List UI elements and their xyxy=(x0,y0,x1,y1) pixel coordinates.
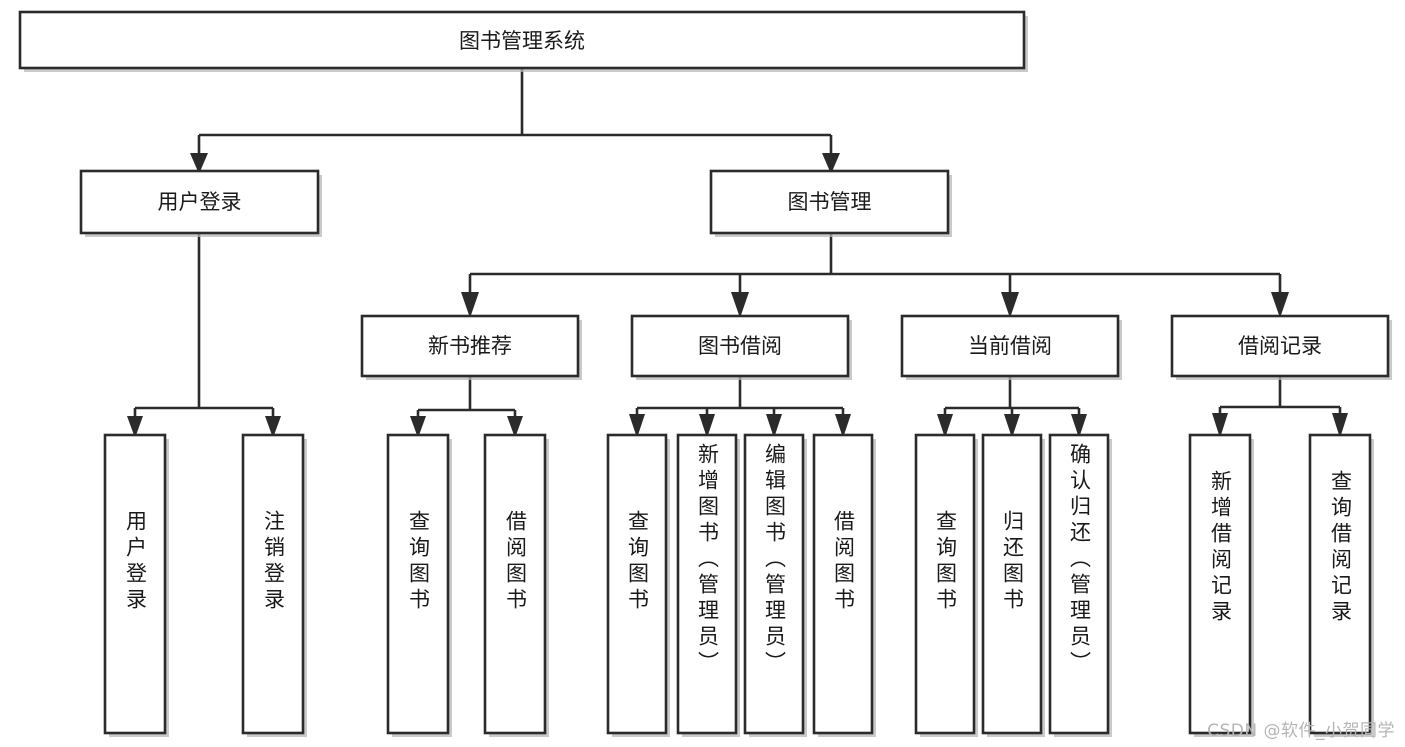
arrowhead-book-borrow xyxy=(731,292,749,318)
node-current-borrow-label: 当前借阅 xyxy=(968,334,1052,358)
node-book-management[interactable]: 图书管理 xyxy=(709,169,952,237)
node-user-login[interactable]: 用户登录 xyxy=(79,169,322,237)
edge-group-current-borrow xyxy=(937,376,1087,438)
arrowhead-bb-leaf4 xyxy=(835,414,851,438)
arrowhead-bb-leaf2 xyxy=(699,414,715,438)
edge-group-book-borrow xyxy=(629,376,851,438)
leaf-borrow-book-bb[interactable] xyxy=(812,433,876,737)
node-root[interactable]: 图书管理系统 xyxy=(18,10,1028,72)
arrowhead-br-leaf1 xyxy=(1212,413,1228,438)
arrowhead-cb-leaf1 xyxy=(937,414,953,438)
arrowhead-nbr-leaf2 xyxy=(507,416,523,438)
node-user-login-label: 用户登录 xyxy=(158,190,242,214)
leaf-query-book-nbr[interactable] xyxy=(386,433,452,737)
leaf-confirm-return-admin[interactable] xyxy=(1048,433,1112,737)
leaf-borrow-book-nbr[interactable] xyxy=(483,433,549,737)
node-book-borrow[interactable]: 图书借阅 xyxy=(630,314,852,380)
leaf-query-book-cb[interactable] xyxy=(914,433,978,737)
leaf-logout[interactable] xyxy=(241,433,307,737)
arrowhead-bb-leaf1 xyxy=(629,414,645,438)
arrowhead-book-mgmt xyxy=(822,153,840,174)
edge-group-borrow-record xyxy=(1212,376,1348,438)
leaf-add-borrow-record[interactable] xyxy=(1188,433,1254,737)
edge-group-root xyxy=(190,68,840,174)
edge-group-user-login xyxy=(127,233,281,438)
leaf-edit-book-admin[interactable] xyxy=(743,433,807,737)
node-root-label: 图书管理系统 xyxy=(459,29,585,53)
csdn-watermark: CSDN @软件_小贺同学 xyxy=(1207,721,1395,741)
arrowhead-leaf-logout xyxy=(265,416,281,438)
node-borrow-record-label: 借阅记录 xyxy=(1238,334,1322,358)
leaf-query-book-bb[interactable] xyxy=(606,433,670,737)
arrowhead-user-login xyxy=(190,153,208,174)
arrowhead-cb-leaf3 xyxy=(1071,414,1087,438)
leaf-query-borrow-record[interactable] xyxy=(1308,433,1374,737)
leaf-return-book[interactable] xyxy=(981,433,1045,737)
node-book-management-label: 图书管理 xyxy=(788,190,872,214)
node-book-borrow-label: 图书借阅 xyxy=(698,334,782,358)
arrowhead-borrow-record xyxy=(1271,292,1289,318)
arrowhead-cb-leaf2 xyxy=(1004,414,1020,438)
arrowhead-leaf-user-login xyxy=(127,416,143,438)
node-borrow-record[interactable]: 借阅记录 xyxy=(1170,314,1392,380)
edge-group-new-book-rec xyxy=(410,376,523,438)
node-current-borrow[interactable]: 当前借阅 xyxy=(900,314,1122,380)
arrowhead-bb-leaf3 xyxy=(766,414,782,438)
edge-group-book-mgmt xyxy=(461,233,1289,318)
leaf-add-book-admin[interactable] xyxy=(676,433,740,737)
arrowhead-br-leaf2 xyxy=(1332,413,1348,438)
node-new-book-recommendation[interactable]: 新书推荐 xyxy=(360,314,582,380)
arrowhead-current-borrow xyxy=(1001,292,1019,318)
node-new-book-recommendation-label: 新书推荐 xyxy=(428,334,512,358)
arrowhead-new-book-rec xyxy=(461,292,479,318)
arrowhead-nbr-leaf1 xyxy=(410,416,426,438)
leaf-user-login[interactable] xyxy=(103,433,169,737)
